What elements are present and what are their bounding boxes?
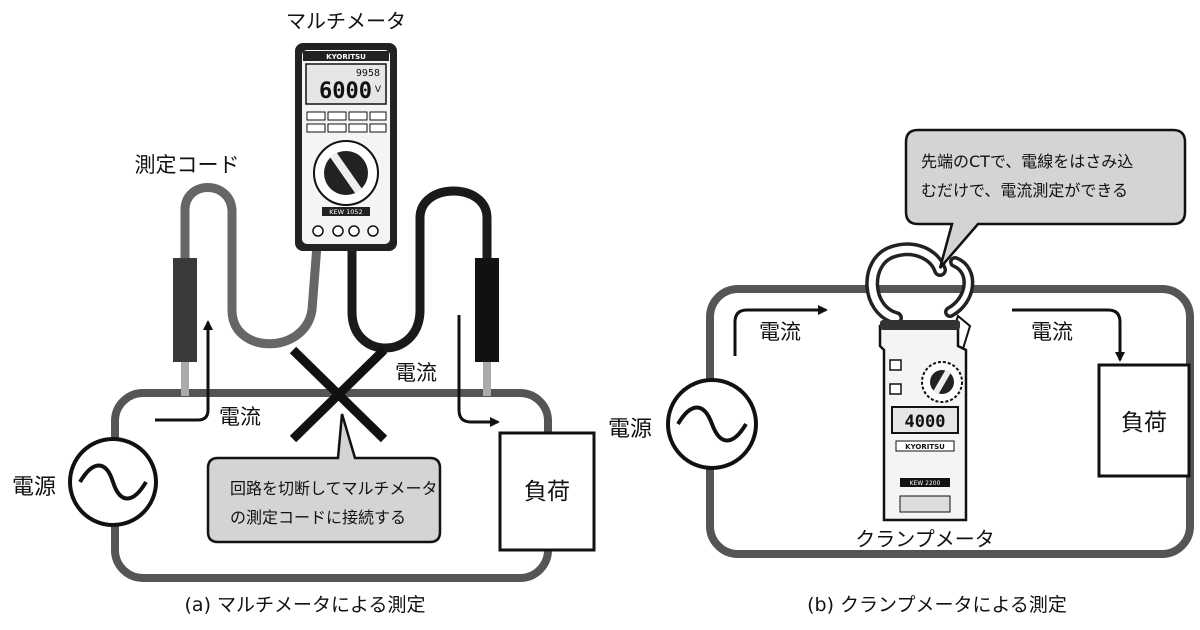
callout-a-line2: の測定コードに接続する bbox=[230, 508, 406, 527]
test-lead-right bbox=[347, 186, 492, 353]
multimeter-reading-sub: 9958 bbox=[356, 68, 380, 79]
callout-a-line1: 回路を切断してマルチメータ bbox=[230, 479, 438, 498]
multimeter-brand: KYORITSU bbox=[326, 53, 366, 61]
clamp-meter-label: クランプメータ bbox=[855, 527, 994, 551]
current-label-a-right: 電流 bbox=[395, 361, 437, 385]
load-box-b bbox=[1097, 363, 1191, 478]
callout-b bbox=[904, 128, 1187, 269]
callout-b-line2: むだけで、電流測定ができる bbox=[921, 181, 1128, 200]
current-arrow-b-left bbox=[733, 305, 828, 356]
clamp-meter-device: 4000 KYORITSU KEW 2200 bbox=[865, 242, 975, 522]
clamp-model: KEW 2200 bbox=[910, 480, 941, 487]
multimeter-buttons bbox=[306, 111, 387, 133]
clamp-display bbox=[891, 406, 959, 434]
multimeter-reading-main: 6000 bbox=[319, 79, 372, 104]
cross-mark bbox=[289, 346, 388, 443]
callout-a bbox=[206, 413, 442, 544]
panel-b: 4000 KYORITSU KEW 2200 電流 電流 電源 負荷 クランプメ… bbox=[608, 128, 1194, 616]
multimeter-reading-unit: V bbox=[375, 85, 382, 95]
caption-b: (b) クランプメータによる測定 bbox=[807, 594, 1067, 616]
current-arrow-a-left bbox=[155, 320, 213, 422]
sine-icon bbox=[676, 405, 748, 443]
panel-a: KYORITSU 9958 6000 V KEW 1052 bbox=[12, 9, 596, 616]
probe-handle-right bbox=[475, 258, 499, 362]
load-box-a bbox=[498, 431, 596, 552]
load-label-a: 負荷 bbox=[524, 479, 570, 505]
load-label-b: 負荷 bbox=[1121, 410, 1167, 436]
current-arrow-a-right bbox=[457, 315, 500, 427]
caption-a: (a) マルチメータによる測定 bbox=[185, 594, 426, 616]
multimeter-model: KEW 1052 bbox=[329, 208, 362, 216]
current-label-b-right: 電流 bbox=[1031, 320, 1073, 344]
multimeter-display bbox=[305, 63, 387, 105]
multimeter-terminals bbox=[312, 225, 379, 237]
multimeter-device: KYORITSU 9958 6000 V KEW 1052 bbox=[295, 43, 397, 251]
sine-icon bbox=[78, 463, 148, 501]
power-label-a: 電源 bbox=[12, 475, 56, 500]
multimeter-label: マルチメータ bbox=[286, 9, 406, 33]
current-label-a-left: 電流 bbox=[219, 405, 261, 429]
callout-b-line1: 先端のCTで、電線をはさみ込 bbox=[921, 152, 1133, 171]
power-label-b: 電源 bbox=[608, 417, 652, 442]
current-label-b-left: 電流 bbox=[759, 320, 801, 344]
test-lead-left bbox=[180, 183, 323, 349]
probe-handle-left bbox=[173, 258, 197, 362]
current-arrow-b-right bbox=[1012, 308, 1125, 362]
clamp-brand: KYORITSU bbox=[905, 443, 945, 451]
clamp-reading: 4000 bbox=[905, 412, 946, 432]
lead-label: 測定コード bbox=[135, 153, 240, 177]
